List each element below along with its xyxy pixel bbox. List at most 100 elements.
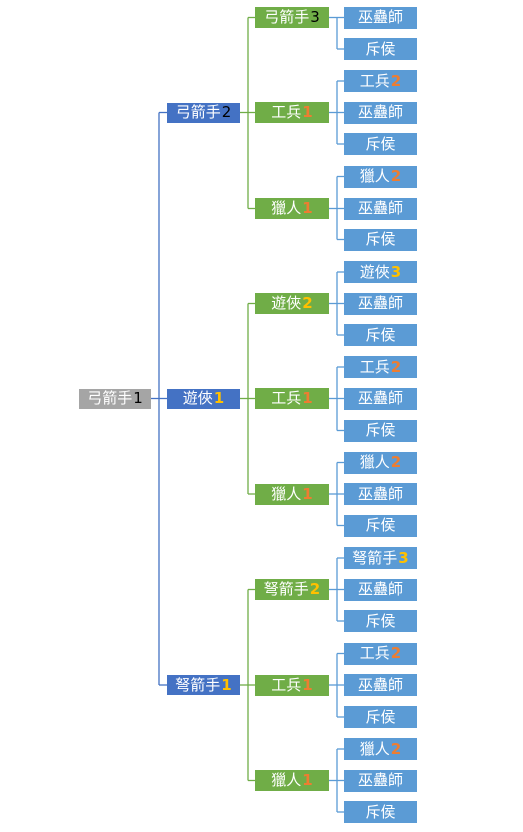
tree-node-level-3: 巫蠱師 [344, 674, 417, 696]
node-rank-badge: 1 [302, 675, 313, 694]
node-label: 巫蠱師 [357, 580, 403, 598]
node-label: 獵人 [271, 199, 302, 217]
node-label: 巫蠱師 [357, 294, 403, 312]
node-label: 工兵 [359, 357, 390, 376]
node-rank-badge: 2 [302, 294, 313, 312]
node-rank-badge: 2 [390, 739, 402, 758]
tree-node-level-3: 斥侯 [344, 514, 417, 537]
node-rank-badge: 2 [390, 71, 402, 90]
node-label: 工兵 [271, 389, 302, 407]
node-rank-badge: 2 [390, 644, 402, 662]
node-label: 工兵 [271, 675, 302, 694]
node-rank-badge: 2 [221, 103, 232, 121]
node-label: 巫蠱師 [357, 771, 403, 789]
node-rank-badge: 1 [302, 103, 313, 121]
node-rank-badge: 2 [390, 167, 402, 185]
node-rank-badge: 2 [309, 580, 321, 598]
node-label: 巫蠱師 [357, 389, 403, 407]
node-label: 弩箭手 [263, 580, 309, 598]
node-label: 弓箭手 [175, 103, 221, 121]
node-label: 斥侯 [365, 516, 396, 534]
node-label: 斥侯 [365, 230, 396, 248]
tree-node-level-3: 斥侯 [344, 228, 417, 251]
tree-node-level-3: 斥侯 [344, 133, 417, 155]
node-label: 獵人 [359, 739, 390, 758]
node-label: 獵人 [271, 484, 302, 503]
node-rank-badge: 1 [302, 771, 313, 789]
node-rank-badge: 3 [398, 548, 409, 567]
node-rank-badge: 1 [302, 389, 313, 407]
node-label: 斥侯 [365, 134, 396, 153]
tree-node-level-3: 斥侯 [344, 610, 417, 632]
node-label: 斥侯 [365, 802, 396, 821]
node-label: 巫蠱師 [357, 103, 403, 121]
tree-node-level-3: 巫蠱師 [344, 101, 417, 124]
node-label: 弩箭手 [175, 675, 221, 694]
node-rank-badge: 3 [390, 262, 402, 281]
node-rank-badge: 2 [390, 453, 402, 471]
node-label: 斥侯 [365, 421, 396, 439]
tree-node-level-3: 巫蠱師 [344, 387, 417, 410]
node-label: 斥侯 [365, 325, 396, 344]
node-rank-badge: 3 [310, 8, 320, 26]
tree-node-level-3: 斥侯 [344, 38, 417, 60]
node-rank-badge: 1 [302, 199, 313, 217]
tree-node-level-3: 巫蠱師 [344, 483, 417, 505]
node-label: 巫蠱師 [357, 675, 403, 694]
node-label: 弓箭手 [264, 8, 310, 26]
node-label: 工兵 [359, 644, 390, 662]
tree-node-level-3: 巫蠱師 [344, 6, 417, 29]
node-label: 遊俠 [182, 389, 213, 407]
node-label: 工兵 [271, 103, 302, 121]
node-label: 遊俠 [271, 294, 302, 312]
tree-node-level-3: 巫蠱師 [344, 292, 417, 315]
node-label: 斥侯 [365, 611, 396, 630]
tree-node-level-3: 斥侯 [344, 801, 417, 823]
node-rank-badge: 1 [302, 484, 313, 503]
node-label: 遊俠 [359, 262, 390, 281]
node-label: 巫蠱師 [357, 8, 403, 26]
node-label: 巫蠱師 [357, 484, 403, 503]
tree-node-level-3: 斥侯 [344, 706, 417, 728]
node-label: 工兵 [359, 71, 390, 90]
node-rank-badge: 2 [390, 357, 402, 376]
tree-node-level-3: 巫蠱師 [344, 197, 417, 220]
node-label: 弩箭手 [352, 548, 398, 567]
node-rank-badge: 1 [133, 389, 143, 407]
tree-node-level-3: 斥侯 [344, 324, 417, 346]
node-label: 獵人 [359, 167, 390, 185]
tree-node-level-3: 巫蠱師 [344, 769, 417, 792]
node-label: 獵人 [359, 453, 390, 471]
node-label: 斥侯 [365, 707, 396, 726]
node-label: 獵人 [271, 771, 302, 789]
node-label: 巫蠱師 [357, 199, 403, 217]
node-rank-badge: 1 [213, 389, 225, 407]
node-rank-badge: 1 [221, 675, 232, 694]
node-label: 斥侯 [365, 39, 396, 58]
node-label: 弓箭手 [87, 389, 133, 407]
tree-node-level-3: 斥侯 [344, 419, 417, 442]
